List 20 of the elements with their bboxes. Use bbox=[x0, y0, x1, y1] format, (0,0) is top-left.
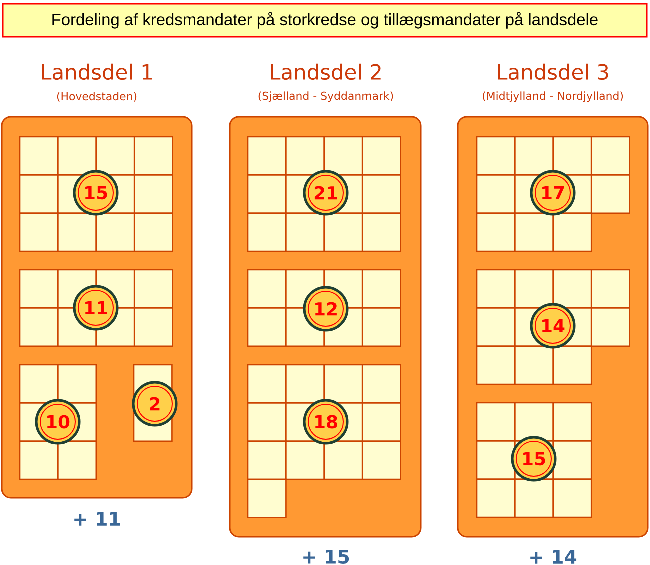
seat-coin: 15 bbox=[511, 436, 557, 482]
seat-coin: 11 bbox=[73, 285, 119, 331]
region-subtitle: (Sjælland - Syddanmark) bbox=[258, 92, 394, 102]
region-heading: Landsdel 1 bbox=[42, 64, 152, 80]
seat-coin: 17 bbox=[530, 170, 576, 216]
region-heading: Landsdel 3 bbox=[498, 64, 608, 80]
seat-coin: 21 bbox=[303, 170, 349, 216]
seat-coin: 12 bbox=[303, 286, 349, 332]
title-box: Fordeling af kredsmandater på storkredse og tillægsmandater på landsdele bbox=[2, 3, 648, 38]
seat-coin: 15 bbox=[73, 170, 119, 216]
seat-count: + 15 bbox=[304, 550, 350, 564]
seat-coin: 2 bbox=[132, 381, 178, 427]
seat-coin: 14 bbox=[530, 303, 576, 349]
seat-coin: 18 bbox=[303, 399, 349, 445]
seat-count: + 11 bbox=[74, 512, 120, 526]
region-heading: Landsdel 2 bbox=[271, 64, 381, 80]
seat-count: + 14 bbox=[530, 550, 577, 564]
region-subtitle: (Midtjylland - Nordjylland) bbox=[483, 92, 624, 102]
seat-coin: 10 bbox=[35, 399, 81, 445]
region-subtitle: (Hovedstaden) bbox=[57, 92, 137, 102]
